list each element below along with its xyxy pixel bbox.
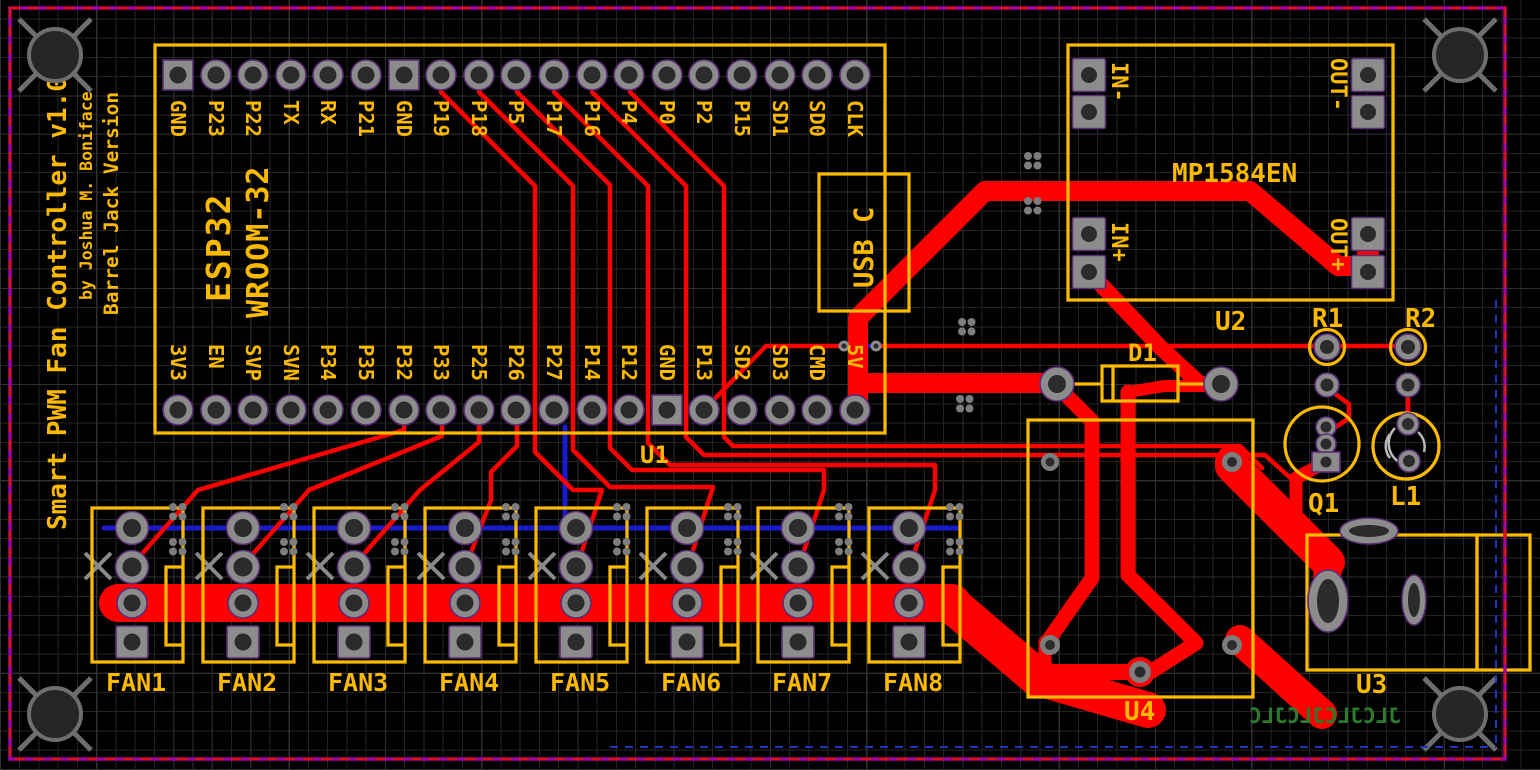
inductor-l1[interactable]: L1 [1371, 411, 1441, 512]
title-line-1: Smart PWM Fan Controller v1.0 [43, 76, 73, 530]
fan-labels: FAN1 FAN2 FAN3 FAN4 FAN5 FAN6 FAN7 FAN8 [106, 668, 943, 697]
d1-designator: D1 [1128, 339, 1157, 367]
svg-text:P12: P12 [617, 344, 641, 381]
esp32-top-pads[interactable] [162, 59, 871, 91]
svg-text:P25: P25 [467, 344, 491, 381]
svg-text:P15: P15 [730, 100, 754, 137]
svg-text:P33: P33 [429, 344, 453, 381]
svg-text:EN: EN [204, 344, 228, 369]
svg-text:FAN2: FAN2 [217, 668, 277, 697]
title-line-2: by Joshua M. Boniface [77, 91, 96, 300]
svg-text:P19: P19 [429, 100, 453, 137]
esp32-chip-label-1: ESP32 [199, 193, 238, 302]
top-copper-pours[interactable] [99, 181, 1379, 729]
svg-text:P23: P23 [204, 100, 228, 137]
svg-text:FAN4: FAN4 [439, 668, 499, 697]
barrel-jack-u3[interactable]: U3 [1305, 517, 1532, 700]
svg-text:FAN1: FAN1 [106, 668, 166, 697]
svg-text:FAN8: FAN8 [883, 668, 943, 697]
esp32-chip-label-2: WROOM-32 [241, 166, 276, 319]
transistor-q1[interactable]: Q1 [1283, 405, 1361, 519]
svg-text:P22: P22 [241, 100, 265, 137]
svg-text:GND: GND [392, 100, 416, 137]
svg-text:GND: GND [166, 100, 190, 137]
diode-d1[interactable]: D1 [1039, 339, 1239, 403]
pad-label-out-plus: OUT+ [1325, 218, 1350, 271]
r2-designator: R2 [1405, 304, 1436, 334]
esp32-bottom-pads[interactable] [162, 394, 871, 426]
svg-text:SVP: SVP [241, 344, 265, 381]
svg-text:GND: GND [655, 344, 679, 381]
svg-text:P17: P17 [542, 100, 566, 137]
esp32-module[interactable]: GND P23 P22 TX RX P21 GND P19 P18 P5 P17… [153, 43, 911, 469]
u1-designator: U1 [640, 441, 669, 469]
svg-text:FAN5: FAN5 [550, 668, 610, 697]
esp32-bottom-pin-labels: 3V3 EN SVP SVN P34 P35 P32 P33 P25 P26 P… [166, 344, 867, 381]
u2-designator: U2 [1215, 307, 1246, 337]
u4-designator: U4 [1124, 697, 1155, 727]
regulator-module[interactable]: IN- IN+ OUT- OUT+ MP1584EN U2 [1066, 43, 1395, 337]
svg-text:P4: P4 [617, 100, 641, 125]
svg-text:P27: P27 [542, 344, 566, 381]
svg-text:5V: 5V [843, 344, 867, 369]
svg-text:P5: P5 [504, 100, 528, 125]
svg-text:P2: P2 [692, 100, 716, 125]
resistor-r1[interactable]: R1 [1307, 304, 1347, 398]
fan-connectors[interactable]: FAN1 FAN2 FAN3 FAN4 FAN5 FAN6 FAN7 FAN8 [85, 503, 964, 697]
pad-label-out-minus: OUT- [1325, 58, 1350, 111]
svg-text:SVN: SVN [279, 344, 303, 381]
regulator-part-label: MP1584EN [1172, 159, 1297, 189]
svg-text:P35: P35 [354, 344, 378, 381]
resistor-r2[interactable]: R2 [1388, 304, 1437, 398]
svg-text:SD1: SD1 [768, 100, 792, 137]
svg-text:P0: P0 [655, 100, 679, 125]
board-outline [8, 6, 1507, 761]
svg-text:P34: P34 [316, 344, 340, 381]
svg-text:SD3: SD3 [768, 344, 792, 381]
svg-text:P26: P26 [504, 344, 528, 381]
svg-text:SD2: SD2 [730, 344, 754, 381]
title-line-3: Barrel Jack Version [100, 92, 123, 315]
usb-c-outline[interactable] [817, 172, 911, 313]
svg-text:P18: P18 [467, 100, 491, 137]
svg-text:TX: TX [279, 100, 303, 125]
svg-text:RX: RX [316, 100, 340, 125]
pad-label-in-minus: IN- [1106, 62, 1131, 102]
svg-text:CLK: CLK [843, 100, 867, 138]
svg-text:P21: P21 [354, 100, 378, 137]
q1-designator: Q1 [1308, 489, 1339, 519]
pad-label-in-plus: IN+ [1106, 222, 1131, 262]
svg-text:CMD: CMD [805, 344, 829, 381]
esp32-top-pin-labels: GND P23 P22 TX RX P21 GND P19 P18 P5 P17… [166, 100, 867, 138]
u3-designator: U3 [1356, 670, 1387, 700]
usb-c-label: USB C [849, 207, 880, 288]
svg-text:P14: P14 [580, 344, 604, 381]
board-title: Smart PWM Fan Controller v1.0 by Joshua … [43, 76, 123, 530]
svg-text:FAN3: FAN3 [328, 668, 388, 697]
svg-text:FAN6: FAN6 [661, 668, 721, 697]
svg-text:FAN7: FAN7 [772, 668, 832, 697]
driver-u4[interactable]: U4 [1026, 418, 1255, 727]
svg-text:P16: P16 [580, 100, 604, 137]
svg-text:3V3: 3V3 [166, 344, 190, 381]
r1-designator: R1 [1312, 304, 1343, 334]
l1-designator: L1 [1390, 482, 1421, 512]
svg-text:P32: P32 [392, 344, 416, 381]
svg-text:SD0: SD0 [805, 100, 829, 137]
fab-logo-text: JLCJLCJLCJLC [1249, 704, 1401, 728]
svg-text:P13: P13 [692, 344, 716, 381]
